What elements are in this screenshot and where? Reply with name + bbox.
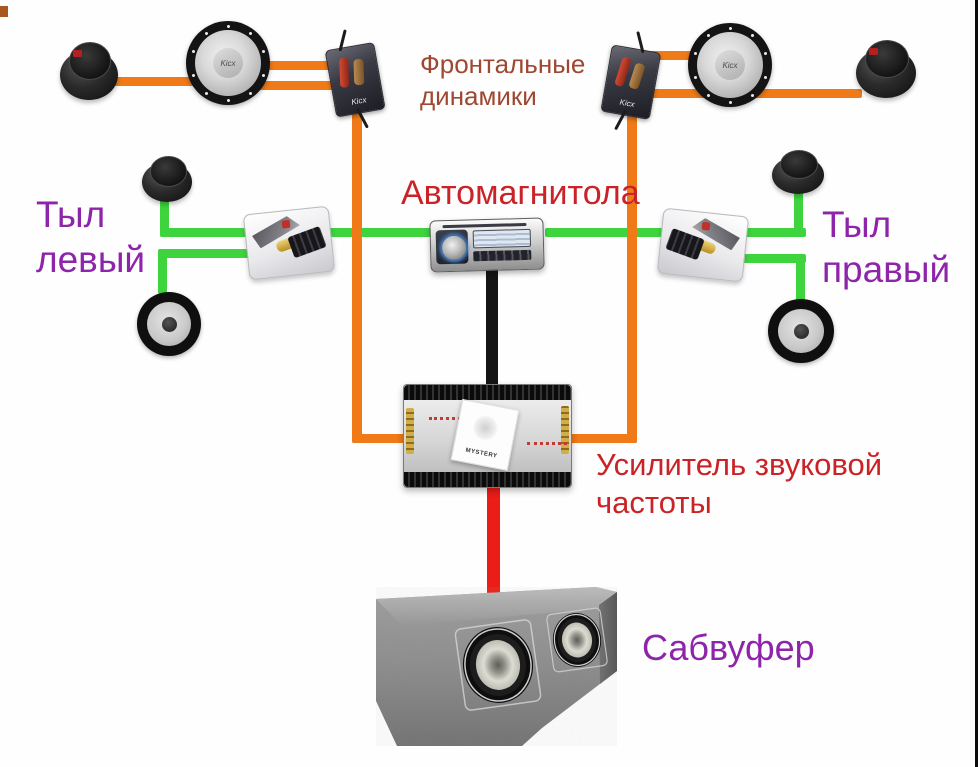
crossover-coil <box>353 58 365 86</box>
crossover-coil <box>628 62 646 91</box>
crossover-capacitor-bank <box>287 225 327 258</box>
tweeter-dome <box>865 40 909 78</box>
amplifier-brand-text: MYSTERY <box>464 447 498 460</box>
crossover-body: Kicx <box>600 44 662 120</box>
rear-right-crossover <box>656 207 750 283</box>
crossover-red-component <box>281 219 291 229</box>
head-unit-label: Автомагнитола <box>401 174 640 212</box>
amplifier-label: Усилитель звуковой частоты <box>596 447 883 520</box>
crossover-capacitor <box>339 57 350 88</box>
rear-right-tweeter <box>772 150 824 194</box>
amplifier: MYSTERY <box>403 384 572 488</box>
subwoofer-box <box>376 587 617 746</box>
crossover-red-component <box>701 221 711 231</box>
speaker-dust-cap: Kicx <box>213 48 243 78</box>
image-corner-artifact <box>0 6 8 17</box>
front-right-speaker-wire-top <box>638 51 696 60</box>
front-right-crossover: Kicx <box>600 31 662 131</box>
speaker-brand-text: Kicx <box>722 60 738 70</box>
crossover-brand-text: Kicx <box>350 95 368 107</box>
speaker-dust-cap <box>793 323 809 339</box>
rear-left-speaker <box>137 292 201 356</box>
head-unit-buttons <box>473 249 532 262</box>
amplifier-led-row <box>527 442 567 445</box>
front-left-amp-wire-h <box>352 434 412 443</box>
front-right-tweeter <box>856 40 916 98</box>
rear-right-speaker <box>768 299 834 363</box>
speaker-dust-cap: Kicx <box>715 50 745 80</box>
front-right-speaker: Kicx <box>688 23 772 107</box>
front-left-speaker-wire-top <box>256 61 336 70</box>
image-right-border <box>975 0 978 767</box>
rear-left-crossover <box>242 205 336 281</box>
subwoofer-driver-left <box>454 619 542 711</box>
front-left-tweeter-wire <box>112 77 194 86</box>
tweeter-dome <box>779 150 819 180</box>
amplifier-terminals-right <box>561 406 569 454</box>
rear-right-woofer-wire-h <box>728 254 806 263</box>
speaker-brand-text: Kicx <box>220 58 236 68</box>
rear-left-woofer-wire-h <box>161 249 253 258</box>
amplifier-led-row <box>429 417 485 420</box>
head-unit-to-amp-wire <box>486 260 498 388</box>
head-unit <box>429 217 545 273</box>
front-right-amp-wire-v <box>627 114 637 443</box>
front-right-amp-wire-h <box>566 434 637 443</box>
amplifier-label-plate: MYSTERY <box>450 399 520 471</box>
head-unit-display <box>472 228 532 249</box>
front-left-speaker: Kicx <box>186 21 270 105</box>
tweeter-logo-chip <box>72 50 82 58</box>
tweeter-dome <box>68 42 112 80</box>
rear-left-label: Тыл левый <box>36 194 146 281</box>
cd-slot <box>442 222 527 229</box>
crossover-brand-text: Kicx <box>618 97 636 110</box>
front-left-crossover: Kicx <box>324 29 386 129</box>
crossover-capacitor-bank <box>665 227 705 260</box>
amplifier-logo-mark <box>470 412 501 444</box>
rear-left-tweeter <box>142 156 192 202</box>
front-left-speaker-wire-bottom <box>256 81 336 90</box>
crossover-body: Kicx <box>324 41 386 118</box>
rear-right-woofer-wire-v <box>796 254 805 302</box>
tweeter-dome <box>149 156 187 187</box>
tweeter-logo-chip <box>869 48 879 56</box>
subwoofer-label: Сабвуфер <box>642 627 815 668</box>
rear-right-label: Тыл правый <box>822 204 951 291</box>
rear-left-tweeter-wire <box>160 197 169 237</box>
rear-left-woofer-wire-v <box>158 249 167 294</box>
front-left-tweeter <box>60 42 118 100</box>
amplifier-heatsink-top <box>404 385 571 400</box>
amplifier-terminals-left <box>406 408 414 454</box>
rear-right-tweeter-wire <box>794 188 803 237</box>
speaker-dust-cap <box>161 316 177 332</box>
amplifier-heatsink-bottom <box>404 472 571 487</box>
front-speakers-label: Фронтальные динамики <box>420 49 586 111</box>
subwoofer-driver-right <box>546 607 608 673</box>
amp-to-subwoofer-wire <box>487 484 500 594</box>
front-left-amp-wire-v <box>352 112 362 443</box>
